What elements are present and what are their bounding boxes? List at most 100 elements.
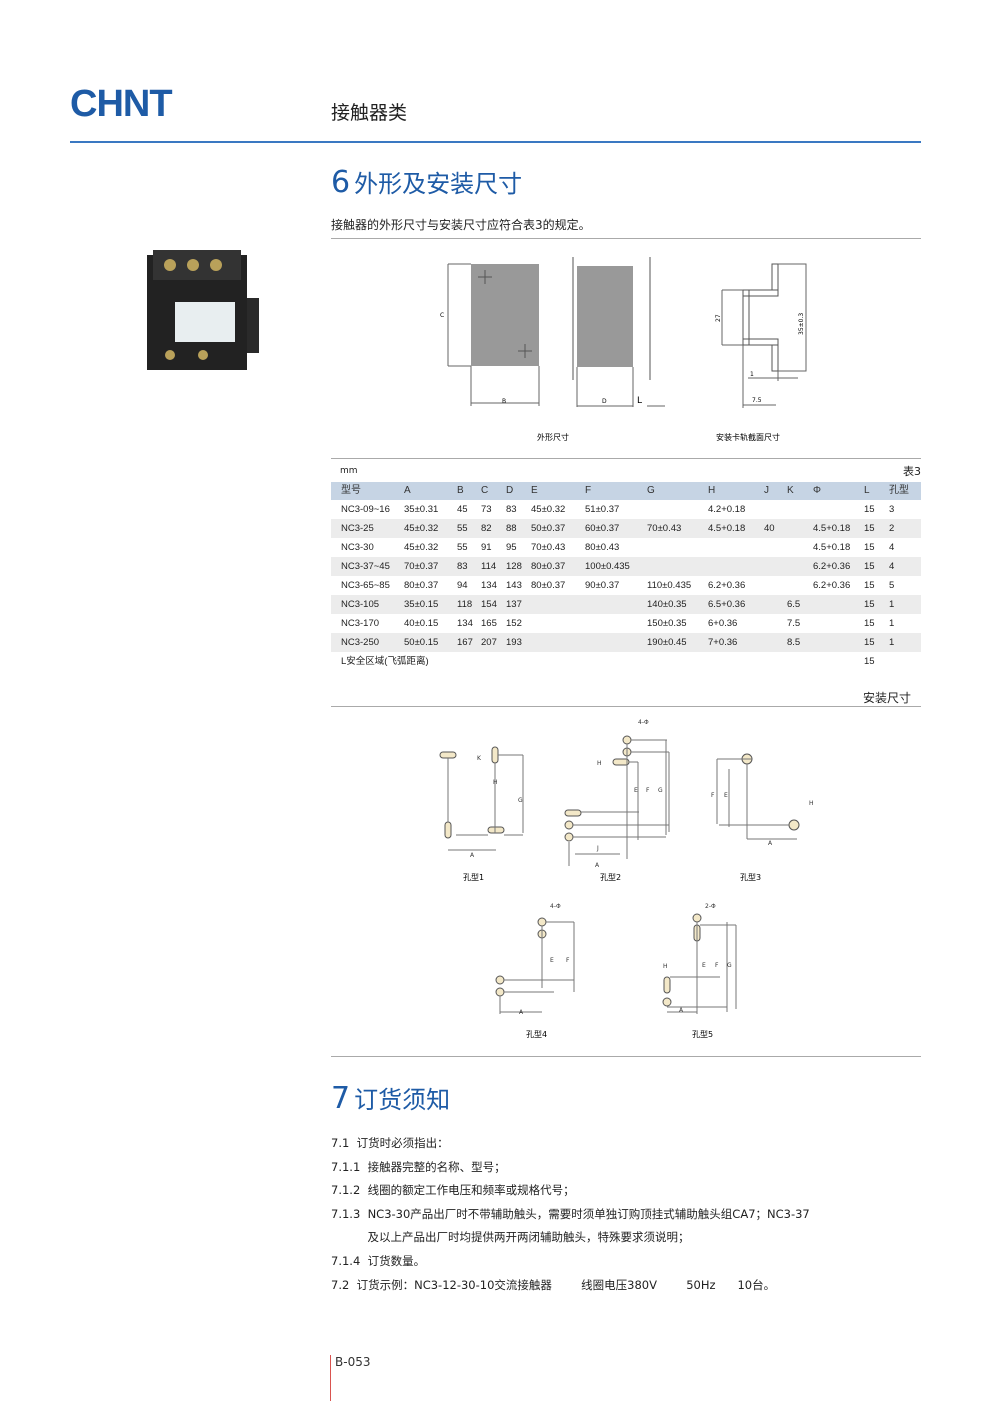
table-cell: 190±0.45	[647, 637, 687, 648]
hole4-dim-e: E	[550, 957, 554, 964]
hole1-dim-k: K	[477, 755, 482, 762]
ordering-notes: 7.1 订货时必须指出： 7.1.1 接触器完整的名称、型号； 7.1.2 线圈…	[331, 1132, 810, 1297]
table-cell: 35±0.31	[404, 504, 439, 515]
table-cell: E	[531, 485, 538, 496]
page-number: B-053	[335, 1355, 371, 1369]
table-cell: 80±0.37	[531, 580, 566, 591]
hole2-dim-phi: 4-Φ	[638, 719, 649, 726]
hole3-dim-a: A	[768, 840, 773, 847]
table-cell: 型号	[341, 485, 361, 496]
table-cell: 孔型	[889, 485, 909, 496]
table-cell: 1	[889, 599, 895, 610]
table-cell: 90±0.37	[585, 580, 620, 591]
dim-7-5: 7.5	[752, 397, 762, 404]
table-cell: 167	[457, 637, 473, 648]
table-cell: 50±0.15	[404, 637, 439, 648]
table-cell: 15	[864, 618, 875, 629]
table-cell: 70±0.43	[531, 542, 566, 553]
hole2-dim-e: E	[634, 787, 638, 794]
dim-35: 35±0.3	[798, 313, 805, 335]
table-cell: 15	[864, 504, 875, 515]
table-cell: D	[506, 485, 514, 496]
table-cell: 8.5	[787, 637, 801, 648]
rail-caption: 安装卡轨截面尺寸	[716, 432, 780, 442]
outline-caption: 外形尺寸	[537, 432, 569, 442]
hole1-dim-a: A	[470, 852, 475, 859]
table-cell: H	[708, 485, 716, 496]
table-cell: 45±0.32	[531, 504, 566, 515]
table-cell: 80±0.37	[404, 580, 439, 591]
section-6-intro: 接触器的外形尺寸与安装尺寸应符合表3的规定。	[331, 218, 591, 232]
order-line: 7.1 订货时必须指出：	[331, 1136, 449, 1150]
table-cell: 6.5+0.36	[708, 599, 746, 610]
hole5-dim-phi: 2-Φ	[705, 903, 716, 910]
table-cell: NC3-105	[341, 599, 380, 610]
hole2-dim-h: H	[597, 760, 602, 767]
table-cell: 15	[864, 542, 875, 553]
mounting-hole-diagrams: A G H K A J E F G H 4-Φ A E F H A E F 4-…	[439, 719, 814, 1039]
mounting-title: 安装尺寸	[863, 691, 912, 705]
table-cell: 110±0.435	[647, 580, 692, 591]
hole5-dim-a: A	[679, 1007, 684, 1014]
table-cell: 6.2+0.36	[813, 561, 851, 572]
dim-c: C	[440, 312, 444, 319]
table-cell: 55	[457, 542, 468, 553]
hole1-dim-g: G	[518, 797, 523, 804]
table-cell: 4.5+0.18	[708, 523, 746, 534]
table-cell: 4	[889, 561, 895, 572]
table-cell: K	[787, 485, 794, 496]
hole3-dim-f: F	[711, 792, 715, 799]
table-cell: A	[404, 485, 411, 496]
table-cell: 45±0.32	[404, 523, 439, 534]
dim-b: B	[502, 398, 506, 405]
outline-drawings: C B D L 27 35±0.3 1 7.5 外形尺寸 安装卡轨截面尺寸	[440, 257, 807, 442]
table-cell: 80±0.43	[585, 542, 620, 553]
table-cell: 83	[457, 561, 468, 572]
table-cell: 95	[506, 542, 517, 553]
table-cell: 51±0.37	[585, 504, 620, 515]
hole5-caption: 孔型5	[692, 1030, 713, 1039]
hole5-dim-g: G	[727, 962, 732, 969]
chnt-logo: CHNT	[70, 83, 173, 125]
hole5-dim-h: H	[663, 963, 668, 970]
dim-1: 1	[750, 371, 754, 378]
hole3-dim-e: E	[724, 792, 728, 799]
hole3-caption: 孔型3	[740, 873, 761, 882]
order-line: 7.1.3 NC3-30产品出厂时不带辅助触头，需要时须单独订购顶挂式辅助触头组…	[331, 1206, 810, 1221]
table-cell: NC3-250	[341, 637, 380, 648]
table-cell: L	[864, 485, 870, 496]
table-cell: 15	[864, 637, 875, 648]
divider	[331, 706, 921, 707]
table-cell: 50±0.37	[531, 523, 566, 534]
table-cell: 15	[864, 656, 875, 667]
page-marker	[330, 1355, 331, 1401]
table-cell: NC3-25	[341, 523, 374, 534]
table-cell: 207	[481, 637, 497, 648]
table-cell: B	[457, 485, 464, 496]
table-cell: 94	[457, 580, 468, 591]
side-view	[577, 266, 633, 367]
table-cell: 152	[506, 618, 522, 629]
divider	[331, 238, 921, 239]
table-cell: 80±0.37	[531, 561, 566, 572]
front-view	[471, 264, 539, 366]
table-cell: 128	[506, 561, 522, 572]
table-cell: 3	[889, 504, 895, 515]
table-cell: 6.2+0.36	[813, 580, 851, 591]
table-cell: NC3-37~45	[341, 561, 390, 572]
table-cell: 1	[889, 618, 895, 629]
table-cell: 118	[457, 599, 473, 610]
table-cell: 7+0.36	[708, 637, 738, 648]
order-line: 及以上产品出厂时均提供两开两闭辅助触头，特殊要求须说明；	[331, 1230, 690, 1245]
table-cell: 6.5	[787, 599, 801, 610]
hole5-dim-f: F	[715, 962, 719, 969]
table-cell: 1	[889, 637, 895, 648]
table-cell: G	[647, 485, 655, 496]
